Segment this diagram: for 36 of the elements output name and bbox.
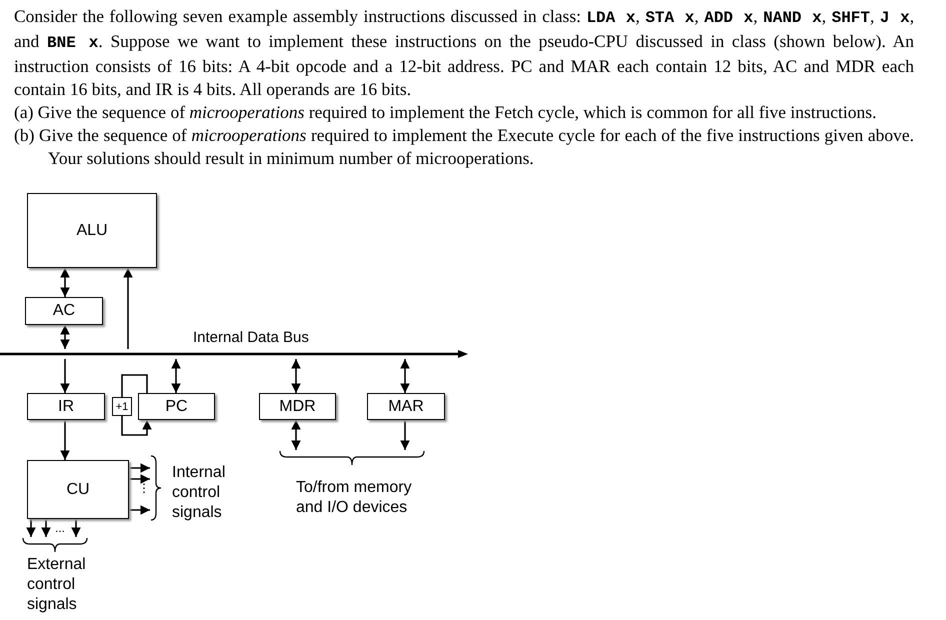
arrow bbox=[71, 519, 81, 537]
data-bus bbox=[0, 349, 468, 359]
increment-box: +1 bbox=[112, 397, 132, 416]
arrow bbox=[121, 416, 152, 436]
alu-box: ALU bbox=[27, 193, 157, 268]
signal-label: External control signals bbox=[27, 555, 87, 615]
arrow bbox=[171, 359, 181, 393]
control-unit-box: CU bbox=[27, 460, 129, 519]
signal-label: To/from memory and I/O devices bbox=[296, 478, 413, 518]
register-box: MDR bbox=[259, 393, 336, 420]
arrow bbox=[123, 268, 133, 349]
connector-line bbox=[121, 374, 148, 397]
ellipsis: ⋮ bbox=[138, 482, 150, 494]
arrow bbox=[60, 420, 70, 460]
arrow bbox=[129, 474, 150, 484]
question-text: (b) Give the sequence of microoperations required to implement the Execute cycle for each of the five instructions given above. Your solutions should result in minimum number of microoperations. bbox=[14, 124, 914, 170]
question-text: (a) Give the sequence of microoperations required to implement the Fetch cycle, which is common for all five instructions. bbox=[14, 101, 878, 124]
ellipsis: ... bbox=[55, 522, 66, 534]
arrow bbox=[129, 463, 150, 473]
register-box: IR bbox=[27, 393, 105, 420]
arrow bbox=[60, 359, 70, 393]
bus-label: Internal Data Bus bbox=[193, 328, 309, 348]
register-box: MAR bbox=[367, 393, 445, 420]
arrow bbox=[60, 268, 70, 297]
arrow bbox=[26, 519, 36, 537]
question-text: Consider the following seven example assembly instructions discussed in class: LDA x, STA x, ADD x, NAND x, SHFT, J x, and BNE x. Suppose we want to implement these instructions on the pseudo-CPU discussed in class (shown below). An instruction consists of 16 bits: A 4-bit opcode and a 12-bit address. PC and MAR each contain 12 bits, AC and MDR each contain 16 bits, and IR is 4 bits. All operands are 16 bits. bbox=[14, 5, 914, 101]
arrow bbox=[400, 420, 410, 450]
register-box: PC bbox=[138, 393, 215, 420]
arrow bbox=[400, 359, 410, 393]
signal-label: Internal control signals bbox=[172, 463, 226, 523]
arrow bbox=[41, 519, 51, 537]
arrow bbox=[129, 505, 150, 515]
register-box: AC bbox=[25, 297, 103, 325]
arrow bbox=[291, 359, 301, 393]
arrow bbox=[60, 325, 70, 349]
arrow bbox=[291, 420, 301, 450]
